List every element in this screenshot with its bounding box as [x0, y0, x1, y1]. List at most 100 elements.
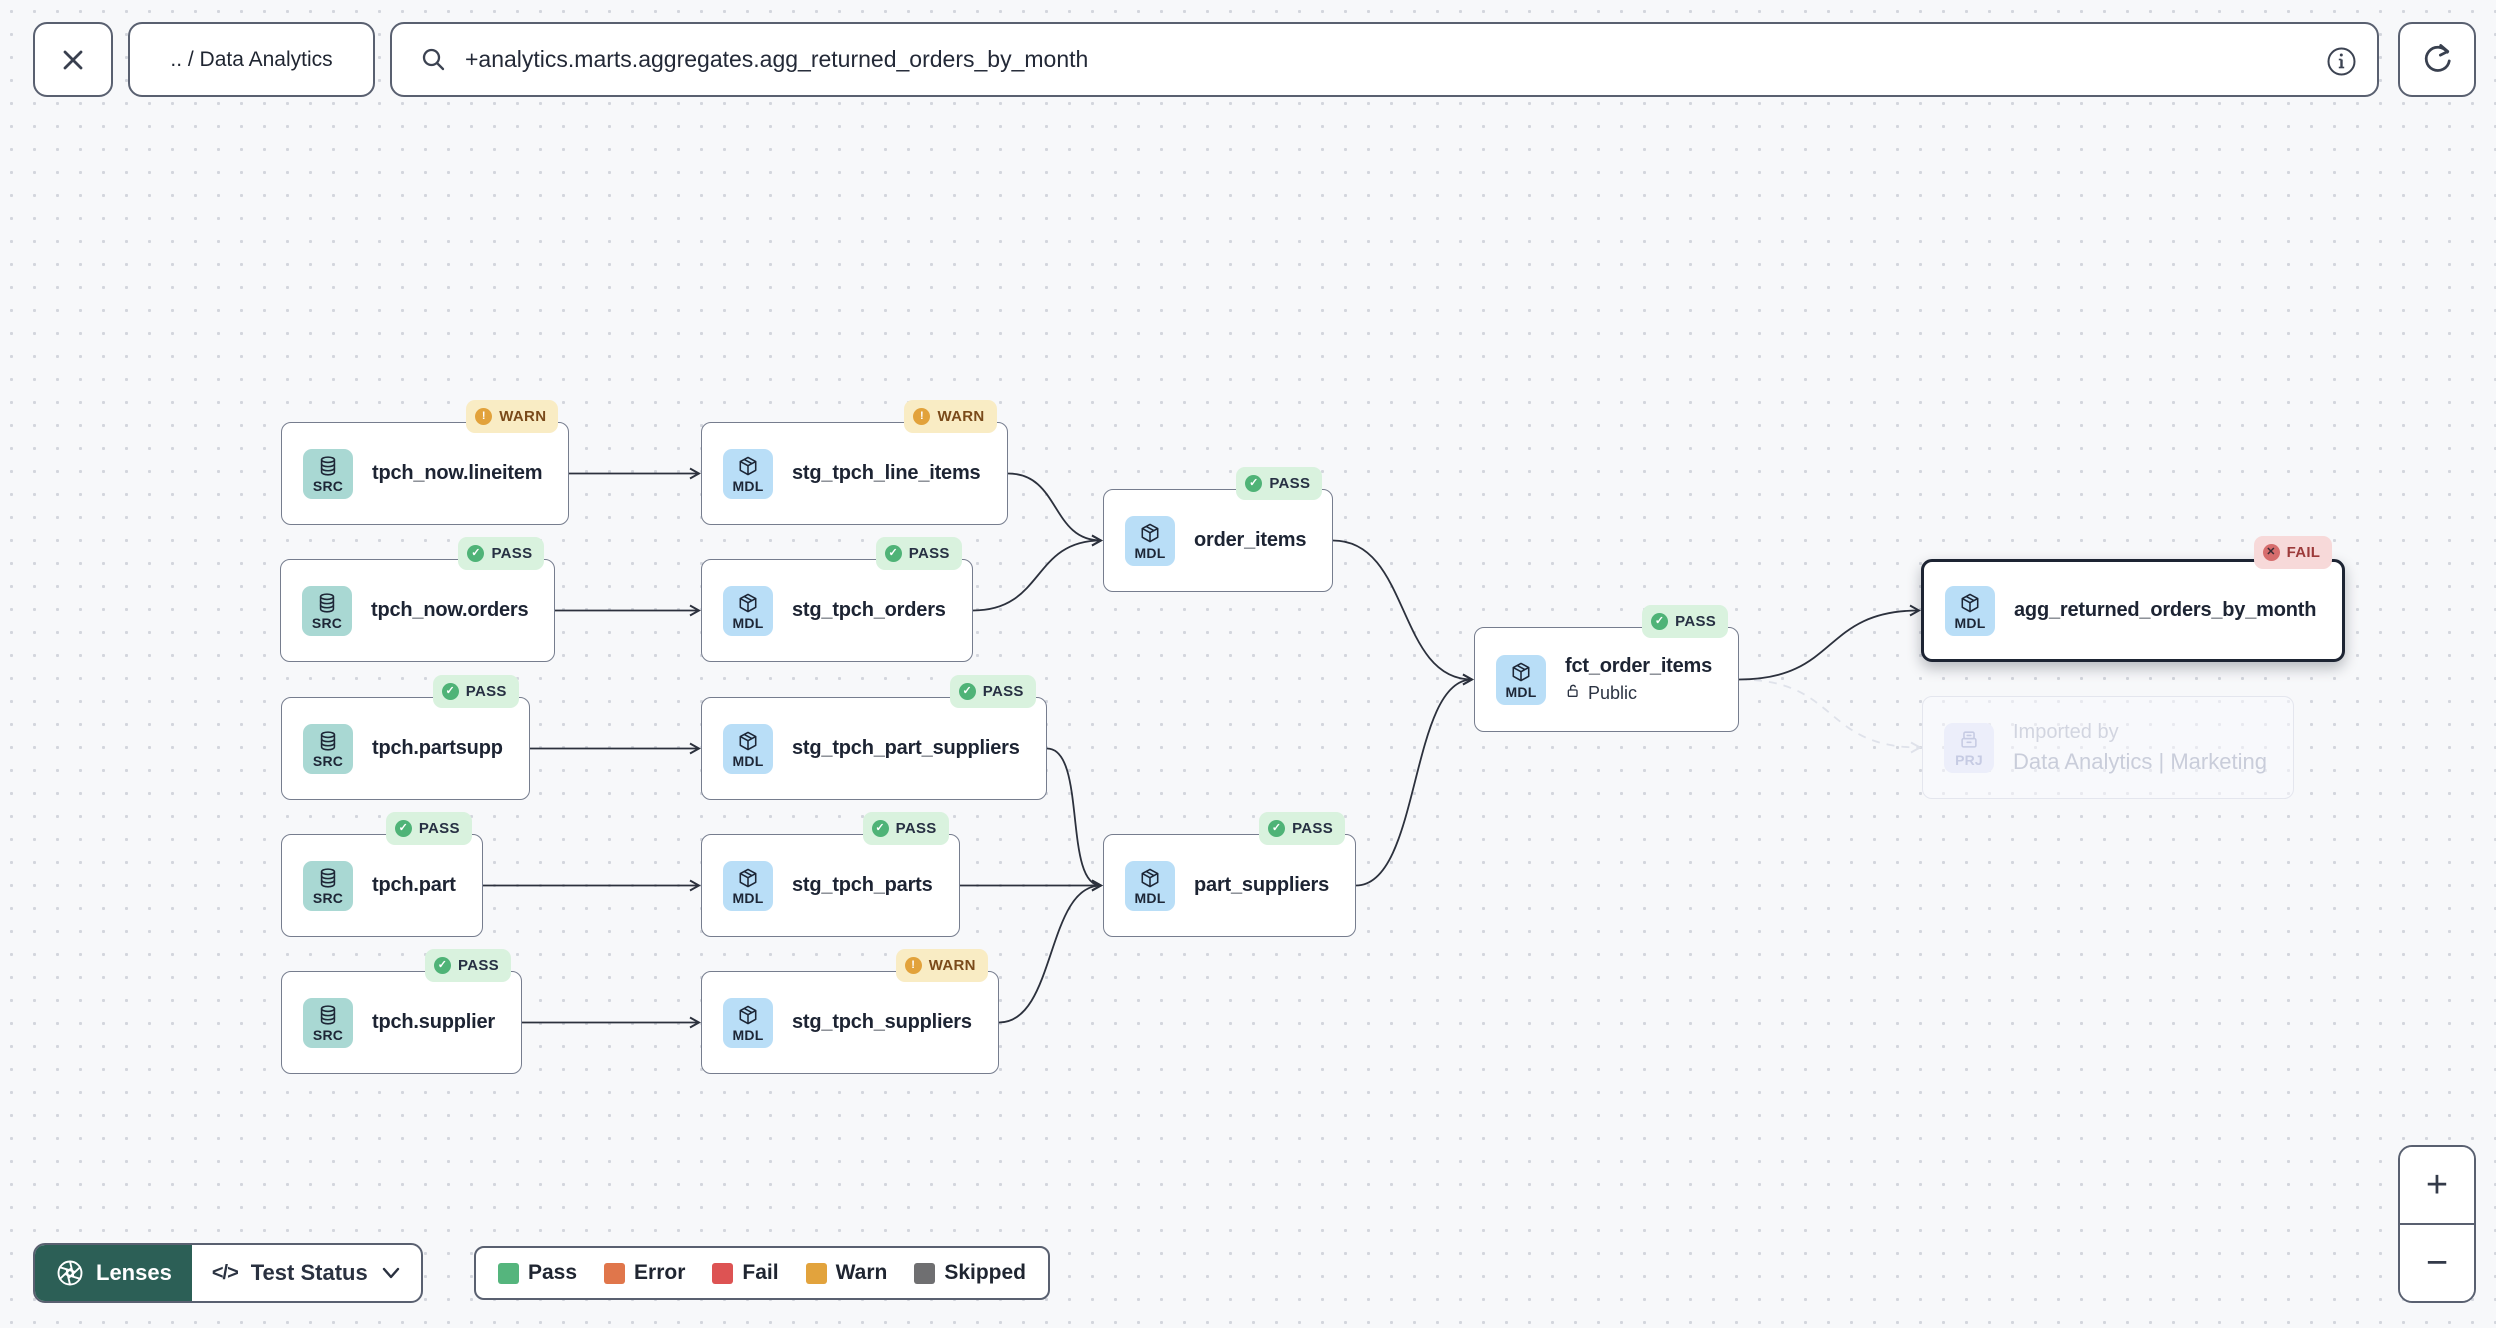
lineage-node-src_lineitem[interactable]: SRC tpch_now.lineitem! WARN — [281, 400, 570, 525]
legend-label: Pass — [528, 1261, 578, 1284]
badge-label: WARN — [937, 408, 985, 425]
tile-type-label: PRJ — [1955, 751, 1983, 768]
badge-status-icon: ✓ — [394, 820, 412, 837]
mdl-tile: MDL — [723, 723, 773, 774]
badge-status-icon: ✓ — [871, 820, 889, 837]
breadcrumb[interactable]: .. / Data Analytics — [128, 22, 375, 97]
legend-item-skipped: Skipped — [914, 1261, 1026, 1285]
badge-status-icon: ✓ — [434, 957, 452, 974]
refresh-icon — [2424, 43, 2451, 72]
tile-type-label: MDL — [732, 477, 764, 494]
lock-open-icon — [1565, 683, 1581, 704]
node-title: tpch.supplier — [372, 1011, 495, 1033]
mdl-tile: MDL — [1496, 654, 1546, 705]
node-title: stg_tpch_line_items — [792, 462, 981, 484]
lineage-node-src_partsupp[interactable]: SRC tpch.partsupp ✓ PASS — [281, 675, 530, 800]
src-tile: SRC — [302, 585, 352, 636]
legend-item-pass: Pass — [498, 1261, 577, 1285]
test-status-badge-pass: ✓ PASS — [425, 949, 511, 982]
badge-status-icon: ✓ — [1651, 613, 1669, 630]
badge-label: PASS — [465, 683, 507, 700]
refresh-button[interactable] — [2398, 22, 2476, 97]
test-status-badge-pass: ✓ PASS — [862, 812, 949, 845]
node-title: order_items — [1194, 529, 1307, 551]
chevron-down-icon — [382, 1267, 399, 1279]
tile-type-label: SRC — [312, 477, 344, 494]
lineage-node-imported_by[interactable]: PRJ Imported by Data Analytics | Marketing — [1922, 696, 2294, 799]
legend-label: Fail — [742, 1261, 779, 1284]
legend-item-error: Error — [604, 1261, 685, 1285]
badge-status-icon: ! — [475, 408, 493, 425]
node-title: tpch.part — [372, 874, 456, 896]
test-status-badge-pass: ✓PASS — [1259, 812, 1346, 845]
node-title: stg_tpch_orders — [792, 599, 946, 621]
test-status-badge-fail: ✕ FAIL — [2253, 536, 2333, 569]
tile-type-label: MDL — [732, 752, 764, 769]
tile-type-label: MDL — [732, 889, 764, 906]
zoom-out-button[interactable]: − — [2400, 1223, 2474, 1301]
src-tile: SRC — [303, 723, 353, 774]
lens-dropdown[interactable]: </> Test Status — [192, 1245, 421, 1301]
badge-label: PASS — [1269, 475, 1311, 492]
tile-type-label: SRC — [312, 889, 344, 906]
info-icon[interactable] — [2326, 46, 2357, 77]
ghost-node-caption: Imported by — [2013, 720, 2119, 743]
badge-status-icon: ✓ — [467, 545, 485, 562]
test-status-badge-warn: ! WARN — [466, 400, 559, 433]
badge-label: WARN — [499, 408, 547, 425]
node-title: fct_order_items — [1565, 655, 1713, 677]
mdl-tile: MDL — [1125, 515, 1175, 566]
search-input[interactable] — [463, 45, 2317, 74]
badge-label: PASS — [1675, 613, 1717, 630]
badge-label: PASS — [895, 820, 937, 837]
search-bar[interactable] — [390, 22, 2379, 97]
legend-item-warn: Warn — [805, 1261, 887, 1285]
ghost-node-project: Data Analytics | Marketing — [2013, 748, 2267, 774]
tile-type-label: SRC — [312, 1026, 344, 1043]
lineage-node-src_part[interactable]: SRC tpch.part ✓ PASS — [281, 812, 483, 937]
mdl-tile: MDL — [1125, 860, 1175, 911]
node-access-label: Public — [1588, 683, 1638, 703]
node-title: tpch_now.lineitem — [372, 462, 543, 484]
node-title: part_suppliers — [1194, 874, 1330, 896]
legend-label: Error — [634, 1261, 686, 1284]
badge-label: PASS — [458, 957, 499, 974]
lenses-button[interactable]: Lenses — [35, 1245, 192, 1301]
test-status-badge-warn: !WARN — [895, 949, 988, 982]
test-status-legend: Pass Error Fail Warn Skipped — [474, 1246, 1051, 1300]
mdl-tile: MDL — [723, 860, 773, 911]
src-tile: SRC — [303, 997, 353, 1048]
badge-status-icon: ✕ — [2262, 544, 2280, 561]
node-title: tpch.partsupp — [372, 737, 503, 759]
badge-label: FAIL — [2286, 544, 2321, 561]
badge-status-icon: ✓ — [441, 683, 459, 700]
badge-label: WARN — [928, 957, 976, 974]
badge-label: PASS — [418, 820, 460, 837]
aperture-icon — [57, 1260, 83, 1286]
mdl-tile: MDL — [1945, 585, 1995, 636]
lineage-node-part_suppliers[interactable]: MDL part_suppliers ✓PASS — [1103, 812, 1357, 937]
mdl-tile: MDL — [723, 585, 773, 636]
close-icon — [63, 50, 83, 69]
lenses-label: Lenses — [96, 1260, 172, 1285]
test-status-badge-pass: ✓PASS — [458, 537, 545, 570]
zoom-in-button[interactable]: + — [2400, 1147, 2474, 1223]
badge-label: PASS — [1292, 820, 1334, 837]
tile-type-label: MDL — [732, 614, 764, 631]
lineage-node-fct_order_items[interactable]: MDL fct_order_items Public ✓ PASS — [1474, 605, 1740, 732]
tile-type-label: MDL — [1134, 544, 1166, 561]
mdl-tile: MDL — [723, 448, 773, 499]
test-status-badge-pass: ✓PASS — [949, 675, 1036, 708]
lineage-node-src_supplier[interactable]: SRC tpch.supplier ✓ PASS — [281, 949, 522, 1074]
close-button[interactable] — [33, 22, 113, 97]
test-status-badge-pass: ✓ PASS — [1642, 605, 1729, 638]
